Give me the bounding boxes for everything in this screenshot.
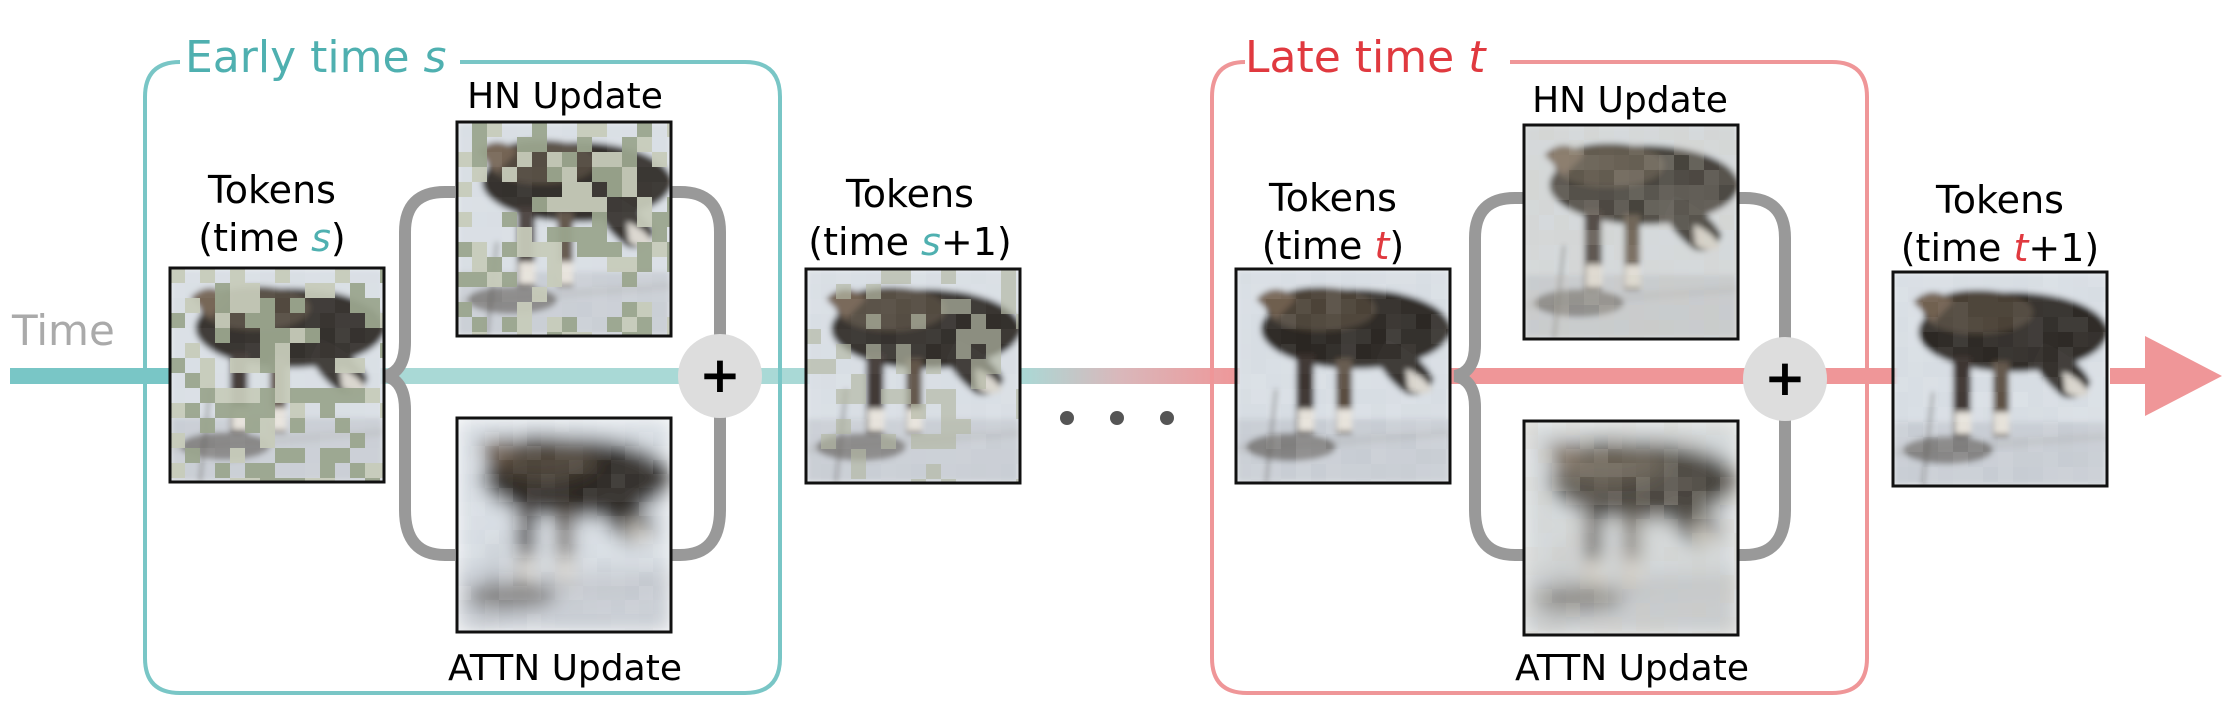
late-tokens-in-image <box>1234 267 1452 485</box>
early-attn-update-label: ATTN Update <box>448 648 682 689</box>
early-tokens-out-label: Tokens <box>845 172 974 216</box>
early-tokens-in-image <box>168 266 386 484</box>
late-tokens-out-time: (time t+1) <box>1901 226 2100 270</box>
time-arrow-early-segment <box>10 368 170 384</box>
late-plus-icon: + <box>1764 349 1806 407</box>
early-tokens-in-label: Tokens <box>207 168 336 212</box>
early-hn-image <box>455 120 673 338</box>
time-axis-label: Time <box>11 306 115 355</box>
early-time-frame <box>143 60 782 695</box>
early-tokens-out-image <box>804 267 1022 485</box>
late-tokens-out-image <box>1891 270 2109 488</box>
late-attn-image <box>1522 419 1740 637</box>
early-tokens-in-time: (time s) <box>198 216 345 260</box>
time-arrow-head <box>2145 336 2222 416</box>
early-attn-image <box>455 416 673 634</box>
late-hn-image <box>1522 123 1740 341</box>
late-left-brace <box>1453 192 1525 561</box>
time-arrow-late-end <box>2110 368 2150 384</box>
late-hn-update-label: HN Update <box>1532 80 1728 121</box>
late-tokens-in-time: (time t) <box>1262 224 1405 268</box>
early-time-title: Early time s <box>185 32 446 83</box>
late-time-frame <box>1210 60 1869 695</box>
ellipsis-dots <box>1060 411 1174 425</box>
late-attn-update-label: ATTN Update <box>1515 648 1749 689</box>
early-tokens-out-time: (time s+1) <box>808 220 1011 264</box>
time-arrow-early-inner <box>380 368 725 384</box>
late-time-title: Late time t <box>1245 32 1487 83</box>
early-plus-icon: + <box>699 346 741 404</box>
early-sum-node <box>678 334 762 418</box>
late-tokens-in-label: Tokens <box>1268 176 1397 220</box>
early-hn-update-label: HN Update <box>467 76 663 117</box>
late-sum-node <box>1743 337 1827 421</box>
late-tokens-out-label: Tokens <box>1935 178 2064 222</box>
time-arrow-transition <box>1020 368 1240 384</box>
time-arrow-late-inner <box>1450 368 1780 384</box>
